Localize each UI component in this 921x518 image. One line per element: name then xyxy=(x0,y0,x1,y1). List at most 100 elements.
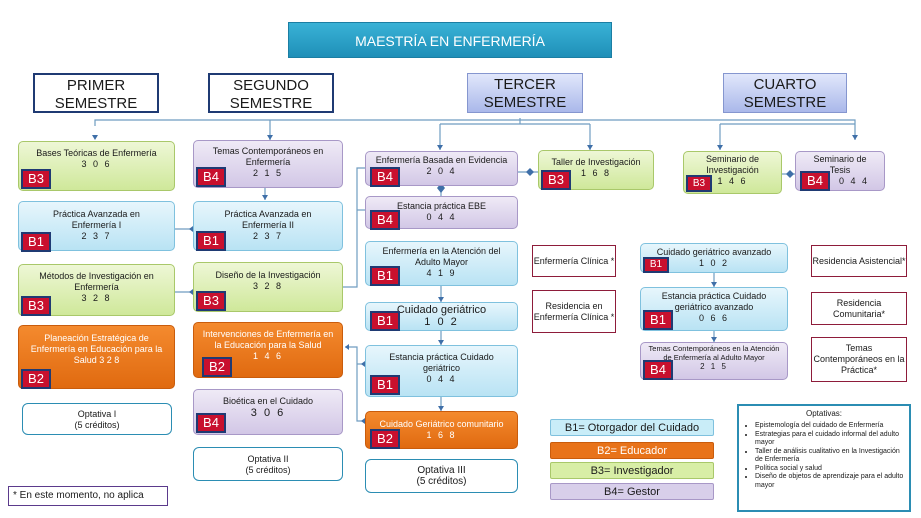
course-title: Intervenciones de Enfermería en la Educa… xyxy=(202,329,334,350)
course-title: Cuidado geriátrico avanzado xyxy=(656,247,772,257)
note-residencia-clinica: Residencia en Enfermería Clínica * xyxy=(532,290,616,333)
competency-badge: B3 xyxy=(686,175,712,192)
page-title: MAESTRÍA EN ENFERMERÍA xyxy=(288,22,612,58)
optativas-title: Optativas: xyxy=(805,409,842,418)
optativas-list: Epistemología del cuidado de Enfermería … xyxy=(743,422,905,490)
course-credits: 1 0 2 xyxy=(424,316,459,328)
course-credits: 1 4 6 xyxy=(252,351,284,361)
legend-b3: B3= Investigador xyxy=(550,462,714,479)
competency-badge: B4 xyxy=(370,167,400,187)
course-credits: 0 4 4 xyxy=(426,374,457,384)
course-seminario-investigacion: Seminario de Investigación 1 4 6 B3 xyxy=(683,151,782,194)
semester-header-3: TERCER SEMESTRE xyxy=(467,73,583,113)
note-enfermeria-clinica: Enfermería Clínica * xyxy=(532,245,616,277)
optativa-1: Optativa I (5 créditos) xyxy=(22,403,172,435)
course-title: Bases Teóricas de Enfermería xyxy=(36,148,157,158)
competency-badge: B1 xyxy=(643,257,669,273)
course-title: Seminario de Tesis xyxy=(813,154,867,175)
course-title: Temas Contemporáneos en la Atención de E… xyxy=(648,344,780,362)
course-credits: 3 2 8 xyxy=(81,293,112,303)
note-residencia-comunitaria: Residencia Comunitaria* xyxy=(811,292,907,325)
course-practica-avanzada-2: Práctica Avanzada en Enfermería II 2 3 7… xyxy=(193,201,343,251)
legend-b1: B1= Otorgador del Cuidado xyxy=(550,419,714,436)
optativa-2: Optativa II (5 créditos) xyxy=(193,447,343,481)
note-residencia-asistencial: Residencia Asistencial* xyxy=(811,245,907,277)
course-credits: 2 1 5 xyxy=(700,362,728,371)
course-credits: 1 6 8 xyxy=(426,430,457,440)
course-taller-investigacion: Taller de Investigación 1 6 8 B3 xyxy=(538,150,654,190)
course-credits: 0 4 4 xyxy=(426,212,457,222)
course-practica-avanzada-1: Práctica Avanzada en Enfermería I 2 3 7 … xyxy=(18,201,175,252)
optativa-credits: (5 créditos) xyxy=(74,420,120,430)
course-title: Práctica Avanzada en Enfermería I xyxy=(53,209,140,230)
course-ebe: Enfermería Basada en Evidencia 2 0 4 B4 xyxy=(365,151,518,187)
course-estancia-avanzado: Estancia práctica Cuidado geriátrico ava… xyxy=(640,287,788,331)
competency-badge: B1 xyxy=(370,311,400,331)
course-temas-adulto-mayor: Temas Contemporáneos en la Atención de E… xyxy=(640,342,788,380)
course-title: Diseño de la Investigación xyxy=(215,270,321,280)
legend-b2: B2= Educador xyxy=(550,442,714,459)
course-estancia-cuidado: Estancia práctica Cuidado geriátrico 0 4… xyxy=(365,345,518,397)
course-credits: 2 0 4 xyxy=(426,166,457,176)
course-bases-teoricas: Bases Teóricas de Enfermería 3 0 6 B3 xyxy=(18,141,175,191)
optativas-box: Optativas: Epistemología del cuidado de … xyxy=(737,404,911,512)
course-credits: 3 2 8 xyxy=(252,281,284,291)
semester-header-1: PRIMER SEMESTRE xyxy=(33,73,159,113)
course-credits: 3 0 6 xyxy=(250,407,286,419)
competency-badge: B4 xyxy=(196,413,226,433)
course-title: Estancia práctica Cuidado geriátrico ava… xyxy=(661,291,767,312)
optativa-title: Optativa II xyxy=(247,454,289,464)
course-title: Cuidado geriátrico xyxy=(396,304,487,316)
competency-badge: B4 xyxy=(643,360,673,380)
legend-b4: B4= Gestor xyxy=(550,483,714,500)
course-seminario-tesis: Seminario de Tesis 0 4 4 B4 xyxy=(795,151,885,191)
list-item: Diseño de objetos de aprendizaje para el… xyxy=(755,473,905,490)
course-cuidado-geriatrico: Cuidado geriátrico 1 0 2 B1 xyxy=(365,302,518,331)
optativa-title: Optativa I xyxy=(77,409,117,419)
list-item: Epistemología del cuidado de Enfermería xyxy=(755,422,905,431)
course-credits: 1 0 2 xyxy=(698,258,730,268)
footnote: * En este momento, no aplica xyxy=(8,486,168,506)
course-credits: 2 1 5 xyxy=(252,168,284,178)
course-title: Métodos de Investigación en Enfermería xyxy=(39,271,154,292)
course-metodos-investigacion: Métodos de Investigación en Enfermería 3… xyxy=(18,264,175,316)
note-temas-practica: Temas Contemporáneos en la Práctica* xyxy=(811,337,907,382)
course-diseno-investigacion: Diseño de la Investigación 3 2 8 B3 xyxy=(193,262,343,312)
competency-badge: B3 xyxy=(21,169,51,189)
competency-badge: B1 xyxy=(643,310,673,330)
course-atencion-adulto-mayor: Enfermería en la Atención del Adulto May… xyxy=(365,241,518,286)
course-credits: 1 6 8 xyxy=(580,168,612,178)
course-credits: 2 3 7 xyxy=(81,231,112,241)
course-title: Estancia práctica Cuidado geriátrico xyxy=(389,352,494,373)
semester-header-4: CUARTO SEMESTRE xyxy=(723,73,847,113)
competency-badge: B2 xyxy=(202,357,232,377)
course-credits: 0 4 4 xyxy=(838,176,870,186)
course-title: Estancia práctica EBE xyxy=(396,201,487,211)
optativa-credits: (5 créditos) xyxy=(245,465,291,475)
competency-badge: B4 xyxy=(370,210,400,230)
course-title: Seminario de Investigación xyxy=(705,154,760,175)
course-credits: 0 6 6 xyxy=(698,313,730,323)
course-title: Bioética en el Cuidado xyxy=(222,396,314,406)
course-credits: 3 0 6 xyxy=(81,159,112,169)
competency-badge: B4 xyxy=(800,171,830,191)
semester-header-2: SEGUNDO SEMESTRE xyxy=(208,73,334,113)
competency-badge: B4 xyxy=(196,167,226,187)
course-estancia-ebe: Estancia práctica EBE 0 4 4 B4 xyxy=(365,196,518,230)
course-title: Temas Contemporáneos en Enfermería xyxy=(212,146,324,167)
list-item: Taller de análisis cualitativo en la Inv… xyxy=(755,448,905,465)
competency-badge: B1 xyxy=(370,375,400,395)
course-credits: 1 4 6 xyxy=(717,176,748,186)
competency-badge: B2 xyxy=(370,429,400,449)
title-text: MAESTRÍA EN ENFERMERÍA xyxy=(355,33,545,49)
course-cuidado-avanzado: Cuidado geriátrico avanzado 1 0 2 B1 xyxy=(640,243,788,273)
optativa-3: Optativa III (5 créditos) xyxy=(365,459,518,493)
optativa-title: Optativa III xyxy=(417,465,466,476)
list-item: Estrategias para el cuidado informal del… xyxy=(755,431,905,448)
course-planeacion-estrategica: Planeación Estratégica de Enfermería en … xyxy=(18,325,175,389)
course-title: Planeación Estratégica de Enfermería en … xyxy=(30,333,163,365)
list-item: Política social y salud xyxy=(755,465,905,474)
competency-badge: B1 xyxy=(196,231,226,251)
competency-badge: B1 xyxy=(370,266,400,286)
course-intervenciones: Intervenciones de Enfermería en la Educa… xyxy=(193,322,343,378)
